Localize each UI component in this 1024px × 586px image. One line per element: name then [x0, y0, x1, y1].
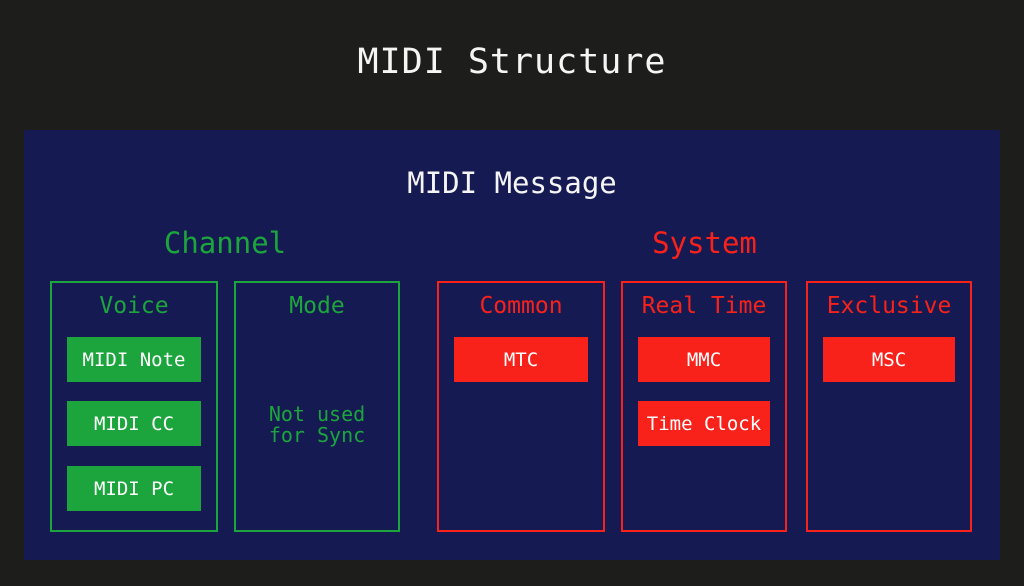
mode-note-line-1: Not used	[268, 402, 366, 426]
real-time-box-heading: Real Time	[641, 293, 767, 319]
system-group-heading: System	[652, 226, 757, 260]
common-box-heading: Common	[479, 293, 563, 319]
channel-group-heading: Channel	[163, 226, 287, 260]
exclusive-box: Exclusive MSC	[806, 281, 972, 532]
voice-box-heading: Voice	[99, 293, 169, 319]
exclusive-box-heading: Exclusive	[826, 293, 952, 319]
mode-box: Mode Not used for Sync	[234, 281, 400, 532]
chip-midi-pc: MIDI PC	[67, 466, 201, 511]
chip-time-clock: Time Clock	[638, 401, 770, 446]
diagram-title: MIDI Structure	[357, 42, 667, 82]
chip-midi-note: MIDI Note	[67, 337, 201, 382]
panel-title: MIDI Message	[407, 166, 617, 200]
chip-midi-cc: MIDI CC	[67, 401, 201, 446]
voice-box: Voice MIDI Note MIDI CC MIDI PC	[50, 281, 218, 532]
mode-box-heading: Mode	[289, 293, 345, 319]
chip-mmc: MMC	[638, 337, 770, 382]
midi-message-panel: MIDI Message Channel System Voice MIDI N…	[24, 130, 1000, 560]
mode-note-line-2: for Sync	[268, 423, 366, 447]
mode-note: Not used for Sync	[236, 404, 398, 446]
chip-msc: MSC	[823, 337, 955, 382]
chip-mtc: MTC	[454, 337, 588, 382]
real-time-box: Real Time MMC Time Clock	[621, 281, 787, 532]
common-box: Common MTC	[437, 281, 605, 532]
